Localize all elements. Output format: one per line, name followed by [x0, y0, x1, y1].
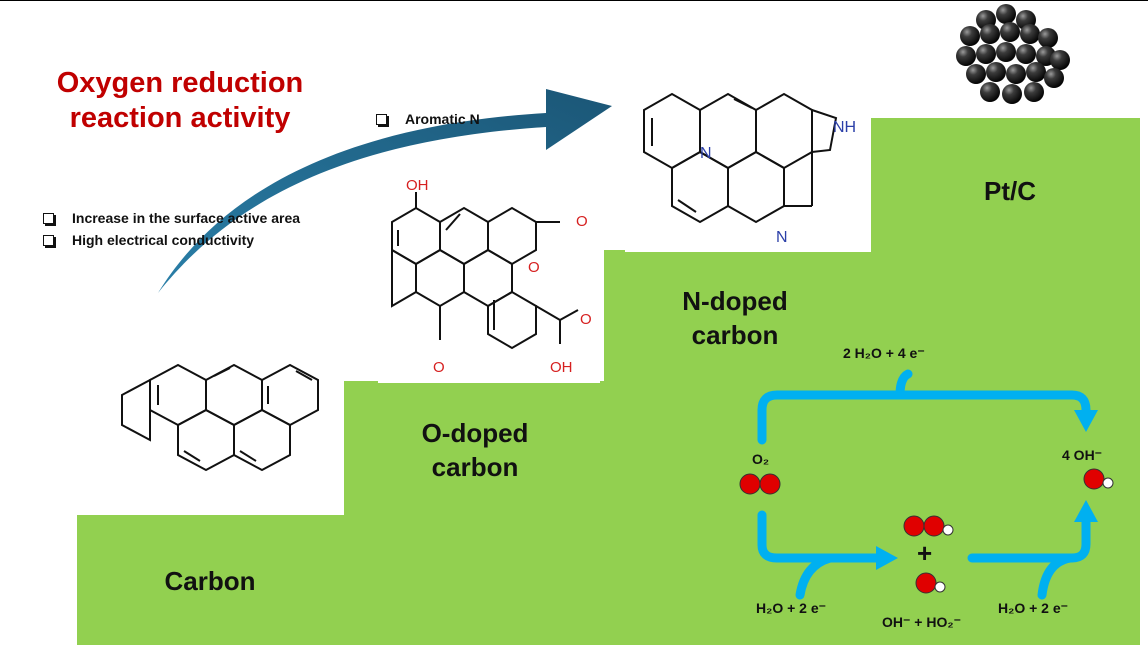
pt-c-label: Pt/C [984, 176, 1036, 206]
atom-n-ring: N [776, 229, 788, 246]
bullet-item: Increase in the surface active area [43, 207, 300, 229]
step-label-n-doped: N-doped carbon [660, 284, 810, 352]
o-doped-molecule [391, 192, 579, 350]
atom-n-center: N [700, 145, 712, 162]
bullet-text: High electrical conductivity [72, 232, 255, 248]
activity-arrow [158, 89, 612, 293]
plus-sign: + [917, 538, 933, 568]
step-label-carbon: Carbon [140, 564, 280, 598]
mechanism-arrowheads [876, 410, 1098, 570]
o-doped-molecule-panel [378, 175, 600, 383]
step-label-o-doped: O-doped carbon [400, 416, 550, 484]
middle-product-label: OH⁻ + HO₂⁻ [882, 614, 961, 630]
carbon-label: Carbon [164, 566, 256, 596]
atom-o-bottom: O [433, 359, 445, 376]
atom-o-ring: O [528, 259, 540, 276]
title-line-2: reaction activity [69, 102, 291, 134]
n-doped-heteroatoms: N NH N [700, 119, 856, 246]
bullet-item: Aromatic N [376, 108, 480, 130]
chart-title: Oxygen reduction reaction activity [30, 66, 330, 136]
n-doped-molecule-panel [625, 77, 871, 252]
bullets-left: Increase in the surface active area High… [43, 207, 300, 251]
left-reactant-label: H₂O + 2 e⁻ [756, 600, 827, 616]
bullet-text: Aromatic N [405, 111, 480, 127]
o2-label: O₂ [752, 451, 770, 467]
o-doped-heteroatoms: OH O O O OH O [406, 177, 592, 376]
title-line-1: Oxygen reduction [56, 67, 304, 99]
oh-molecule-product [1083, 468, 1114, 490]
n-doped-line2: carbon [691, 320, 779, 350]
mechanism-arrows [757, 369, 1091, 600]
bullets-top: Aromatic N [376, 108, 480, 130]
checkbox-icon [376, 113, 387, 125]
bullet-text: Increase in the surface active area [72, 210, 301, 226]
checkbox-icon [43, 212, 54, 224]
o-doped-line1: O-doped [421, 418, 529, 448]
atom-o-right: O [576, 213, 588, 230]
n-doped-line1: N-doped [682, 286, 788, 316]
atom-nh: NH [833, 119, 856, 136]
pt-nanoparticle-cluster [956, 4, 1070, 104]
carbon-molecule [121, 363, 319, 472]
o2-molecule [739, 473, 781, 495]
oh-molecule-middle [915, 572, 946, 594]
top-border [0, 0, 1148, 1]
atom-oh-top: OH [406, 177, 429, 194]
bullet-item: High electrical conductivity [43, 229, 300, 251]
product-label: 4 OH⁻ [1062, 447, 1103, 463]
o-doped-line2: carbon [431, 452, 519, 482]
n-doped-molecule [643, 92, 838, 224]
top-reactant-label: 2 H₂O + 4 e⁻ [843, 345, 925, 361]
ho2-molecule [903, 515, 954, 537]
atom-o-bottom-right: O [580, 311, 592, 328]
right-reactant-label: H₂O + 2 e⁻ [998, 600, 1069, 616]
checkbox-icon [43, 234, 54, 246]
atom-oh-bottom: OH [550, 359, 573, 376]
staircase-steps [77, 118, 1140, 645]
step-label-pt-c: Pt/C [950, 174, 1070, 208]
